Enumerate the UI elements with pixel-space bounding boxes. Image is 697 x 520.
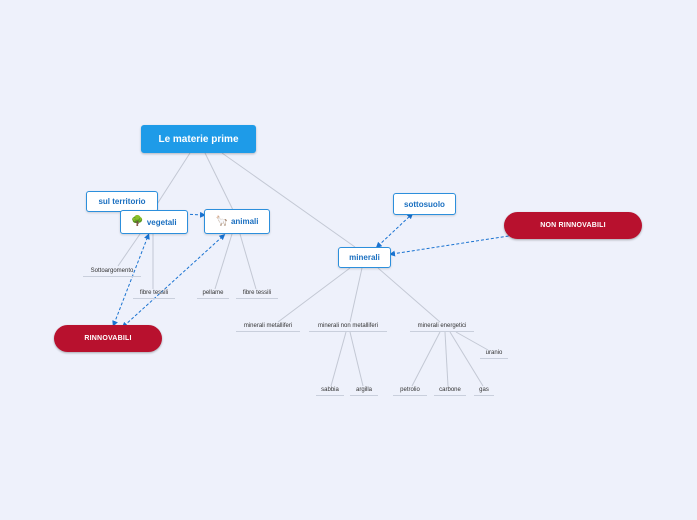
topic-animali[interactable]: 🦙 animali bbox=[204, 209, 270, 234]
link-minerali-metalliferi bbox=[277, 267, 351, 323]
subtopic-sabbia[interactable]: sabbia bbox=[316, 387, 344, 396]
link-nonmet-argilla bbox=[349, 331, 364, 387]
topic-sul-territorio[interactable]: sul territorio bbox=[86, 191, 158, 212]
subtopic-pellame[interactable]: pellame bbox=[197, 290, 229, 299]
subtopic-minerali-energetici[interactable]: minerali energetici bbox=[410, 323, 474, 332]
subtopic-gas[interactable]: gas bbox=[474, 387, 494, 396]
floating-topic-rinnovabili[interactable]: RINNOVABILI bbox=[54, 325, 162, 352]
central-topic[interactable]: Le materie prime bbox=[141, 125, 256, 153]
non-rinnovabili-label: NON RINNOVABILI bbox=[540, 222, 606, 229]
link-root-minerali bbox=[221, 152, 356, 248]
central-topic-label: Le materie prime bbox=[158, 133, 239, 145]
llama-icon: 🦙 bbox=[215, 215, 228, 227]
subtopic-fibre-tessili-animali[interactable]: fibre tessili bbox=[236, 290, 278, 299]
subtopic-minerali-non-metalliferi[interactable]: minerali non metalliferi bbox=[309, 323, 387, 332]
tree-icon: 🌳 bbox=[131, 216, 144, 227]
link-energ-uranio bbox=[455, 331, 489, 351]
link-minerali-nonmetalliferi bbox=[349, 267, 363, 323]
subtopic-argilla[interactable]: argilla bbox=[350, 387, 378, 396]
subtopic-carbone[interactable]: carbone bbox=[434, 387, 466, 396]
link-animali-fibre bbox=[239, 233, 257, 290]
link-minerali-energetici bbox=[377, 267, 441, 323]
relation-rinnovabili-animali bbox=[121, 233, 226, 329]
subtopic-petrolio[interactable]: petrolio bbox=[393, 387, 427, 396]
relation-rinnovabili-vegetali bbox=[112, 233, 150, 327]
topic-sul-territorio-label: sul territorio bbox=[98, 197, 146, 206]
link-nonmet-sabbia bbox=[330, 331, 347, 387]
link-animali-pellame bbox=[214, 233, 233, 290]
link-vegetali-sottoargomento bbox=[117, 233, 141, 267]
subtopic-sottoargomento[interactable]: Sottoargomento bbox=[83, 268, 141, 277]
topic-minerali-label: minerali bbox=[349, 253, 380, 262]
link-energ-gas bbox=[449, 331, 484, 387]
relation-minerali-nonrinnovabili bbox=[389, 232, 518, 257]
topic-animali-label: animali bbox=[230, 217, 259, 226]
subtopic-minerali-metalliferi[interactable]: minerali metalliferi bbox=[236, 323, 300, 332]
rinnovabili-label: RINNOVABILI bbox=[84, 335, 132, 342]
link-energ-carbone bbox=[444, 331, 449, 387]
subtopic-uranio[interactable]: uranio bbox=[480, 350, 508, 359]
floating-topic-non-rinnovabili[interactable]: NON RINNOVABILI bbox=[504, 212, 642, 239]
link-root-animali bbox=[204, 152, 234, 211]
topic-vegetali[interactable]: 🌳 vegetali bbox=[120, 210, 188, 234]
topic-vegetali-label: vegetali bbox=[146, 217, 177, 227]
relation-minerali-sottosuolo bbox=[375, 212, 414, 249]
topic-sottosuolo[interactable]: sottosuolo bbox=[393, 193, 456, 215]
topic-sottosuolo-label: sottosuolo bbox=[404, 199, 445, 209]
link-root-vegetali bbox=[151, 152, 191, 213]
link-energ-petrolio bbox=[411, 331, 441, 387]
subtopic-fibre-tessili-vegetali[interactable]: fibre tessili bbox=[133, 290, 175, 299]
topic-minerali[interactable]: minerali bbox=[338, 247, 391, 268]
